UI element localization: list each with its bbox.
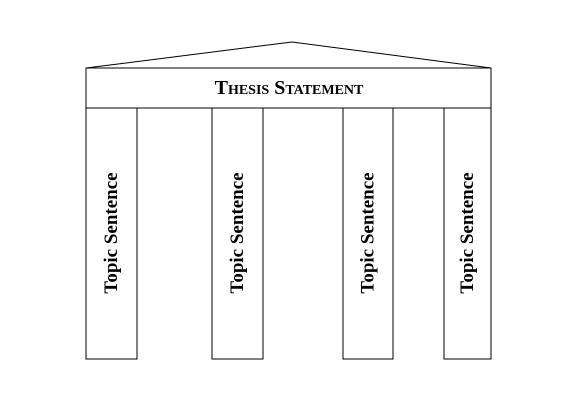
pillar-3: Topic Sentence: [342, 107, 394, 360]
pillar-2-label: Topic Sentence: [227, 172, 248, 293]
pillar-4-label: Topic Sentence: [457, 172, 478, 293]
roof-beam: [85, 67, 492, 109]
pillar-2: Topic Sentence: [211, 107, 264, 360]
roof-pediment: [85, 41, 492, 69]
pillar-1-label: Topic Sentence: [101, 172, 122, 293]
pillar-1: Topic Sentence: [85, 107, 138, 360]
pillar-3-shape: [342, 107, 394, 360]
pillar-2-shape: [211, 107, 264, 360]
pillar-3-label: Topic Sentence: [358, 172, 379, 293]
pillar-4: Topic Sentence: [443, 107, 492, 360]
pillar-1-shape: [85, 107, 138, 360]
roof: Thesis Statement: [85, 41, 492, 109]
pillar-4-shape: [443, 107, 492, 360]
thesis-statement-label: Thesis Statement: [215, 77, 364, 99]
